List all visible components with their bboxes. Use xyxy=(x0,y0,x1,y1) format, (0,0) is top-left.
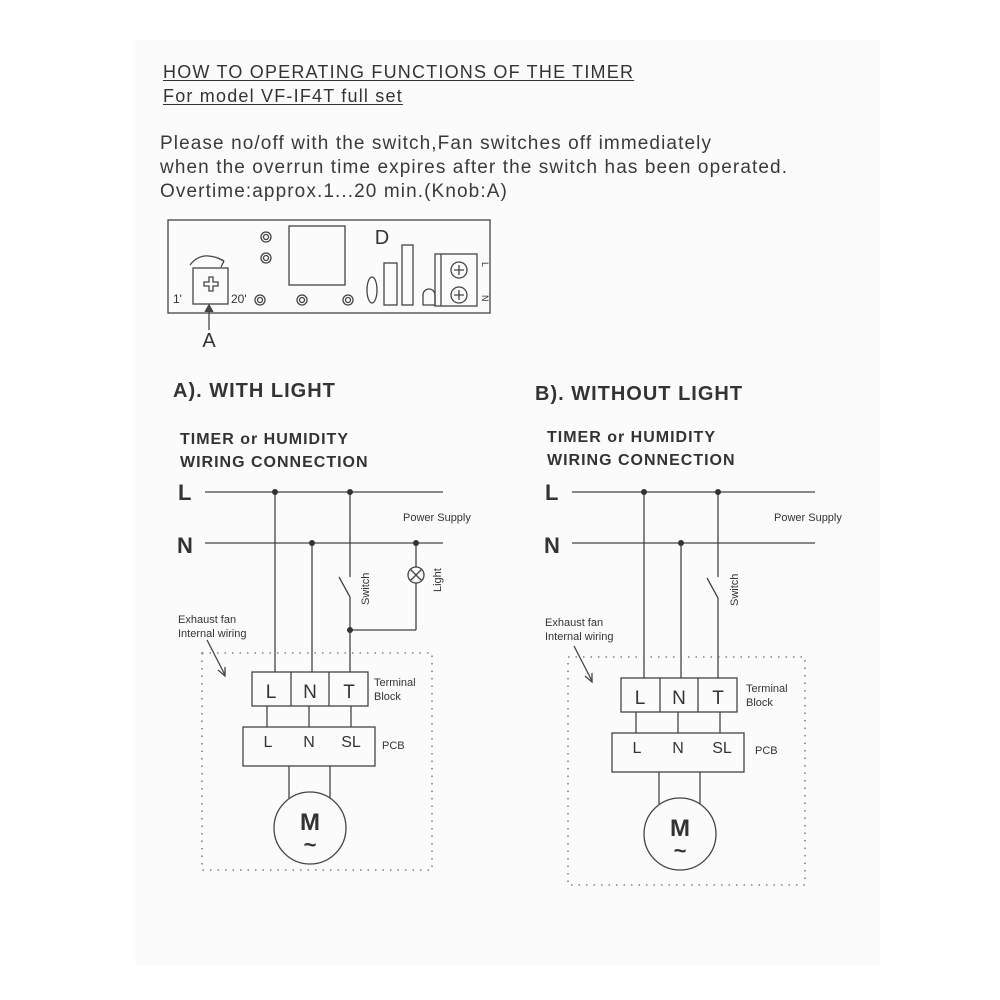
switch-icon xyxy=(338,576,351,598)
terminal-l: L xyxy=(266,682,277,703)
pcb-label: PCB xyxy=(755,745,778,757)
wiring-diagram-b: L N Power Supply Switch Exhaust fan Inte… xyxy=(544,480,842,886)
rotation-arrow-icon xyxy=(189,255,225,266)
knob-a-label: A xyxy=(202,330,216,352)
doc-subtitle: For model VF-IF4T full set xyxy=(163,86,403,106)
doc-title: HOW TO OPERATING FUNCTIONS OF THE TIMER xyxy=(163,62,635,82)
motor-label: M xyxy=(300,809,320,836)
line-l-label: L xyxy=(545,480,558,505)
ring-icon xyxy=(254,294,266,306)
instruction-line: Please no/off with the switch,Fan switch… xyxy=(160,133,713,154)
motor-ac-label: ~ xyxy=(304,832,317,857)
motor-ac-label: ~ xyxy=(674,838,687,863)
exhaust-fan-label: Internal wiring xyxy=(545,631,613,643)
section-a-subtitle: TIMER or HUMIDITY xyxy=(180,431,349,448)
section-b-heading: B). WITHOUT LIGHT xyxy=(535,383,744,405)
instruction-line: when the overrun time expires after the … xyxy=(160,157,789,178)
section-a-heading: A). WITH LIGHT xyxy=(173,380,336,402)
pcb-sl: SL xyxy=(712,740,732,757)
switch-label: Switch xyxy=(729,574,741,606)
ring-icon xyxy=(260,231,272,243)
terminal-block-label: Terminal xyxy=(746,683,788,695)
pcb-l: L xyxy=(633,740,642,757)
line-l-label: L xyxy=(178,480,191,505)
terminal-block-label: Terminal xyxy=(374,677,416,689)
instruction-line: Overtime:approx.1...20 min.(Knob:A) xyxy=(160,181,508,202)
paper-background xyxy=(135,40,880,965)
section-b-subtitle: TIMER or HUMIDITY xyxy=(547,429,716,446)
power-supply-label: Power Supply xyxy=(774,512,842,524)
terminal-block-label: Block xyxy=(746,697,773,709)
board-terminal xyxy=(434,253,478,307)
line-n-label: N xyxy=(544,533,560,558)
exhaust-fan-label: Exhaust fan xyxy=(178,614,236,626)
ring-icon xyxy=(296,294,308,306)
motor-label: M xyxy=(670,815,690,842)
timer-board xyxy=(167,219,491,330)
relay xyxy=(288,225,346,286)
terminal-screw-icon xyxy=(450,286,468,304)
switch-icon xyxy=(706,577,719,599)
board-terminal-l: L xyxy=(480,262,490,267)
terminal-n: N xyxy=(672,688,686,709)
knob-a xyxy=(192,267,229,305)
exhaust-fan-label: Internal wiring xyxy=(178,628,246,640)
power-supply-label: Power Supply xyxy=(403,512,471,524)
motor-icon xyxy=(643,797,717,871)
pcb-label: PCB xyxy=(382,740,405,752)
terminal-t: T xyxy=(712,688,724,709)
section-b-subtitle: WIRING CONNECTION xyxy=(547,452,736,469)
ring-icon xyxy=(260,252,272,264)
board-terminal-n: N xyxy=(480,295,490,302)
terminal-n: N xyxy=(303,682,317,703)
exhaust-fan-label: Exhaust fan xyxy=(545,617,603,629)
light-label: Light xyxy=(432,568,444,592)
line-n-label: N xyxy=(177,533,193,558)
pcb-n: N xyxy=(672,740,684,757)
terminal-l: L xyxy=(635,688,646,709)
switch-label: Switch xyxy=(360,573,372,605)
pcb-l: L xyxy=(264,734,273,751)
motor-icon xyxy=(273,791,347,865)
board-d-label: D xyxy=(375,227,389,249)
terminal-block-label: Block xyxy=(374,691,401,703)
wiring-diagram-a: L N Power Supply Switch Light Exhaust fa… xyxy=(177,480,471,871)
terminal-screw-icon xyxy=(450,261,468,279)
ring-icon xyxy=(342,294,354,306)
knob-min-label: 1' xyxy=(173,292,182,306)
section-a-subtitle: WIRING CONNECTION xyxy=(180,454,369,471)
pcb-sl: SL xyxy=(341,734,361,751)
knob-screw-icon xyxy=(203,276,219,292)
knob-max-label: 20' xyxy=(231,292,247,306)
pcb-n: N xyxy=(303,734,315,751)
terminal-t: T xyxy=(343,682,355,703)
